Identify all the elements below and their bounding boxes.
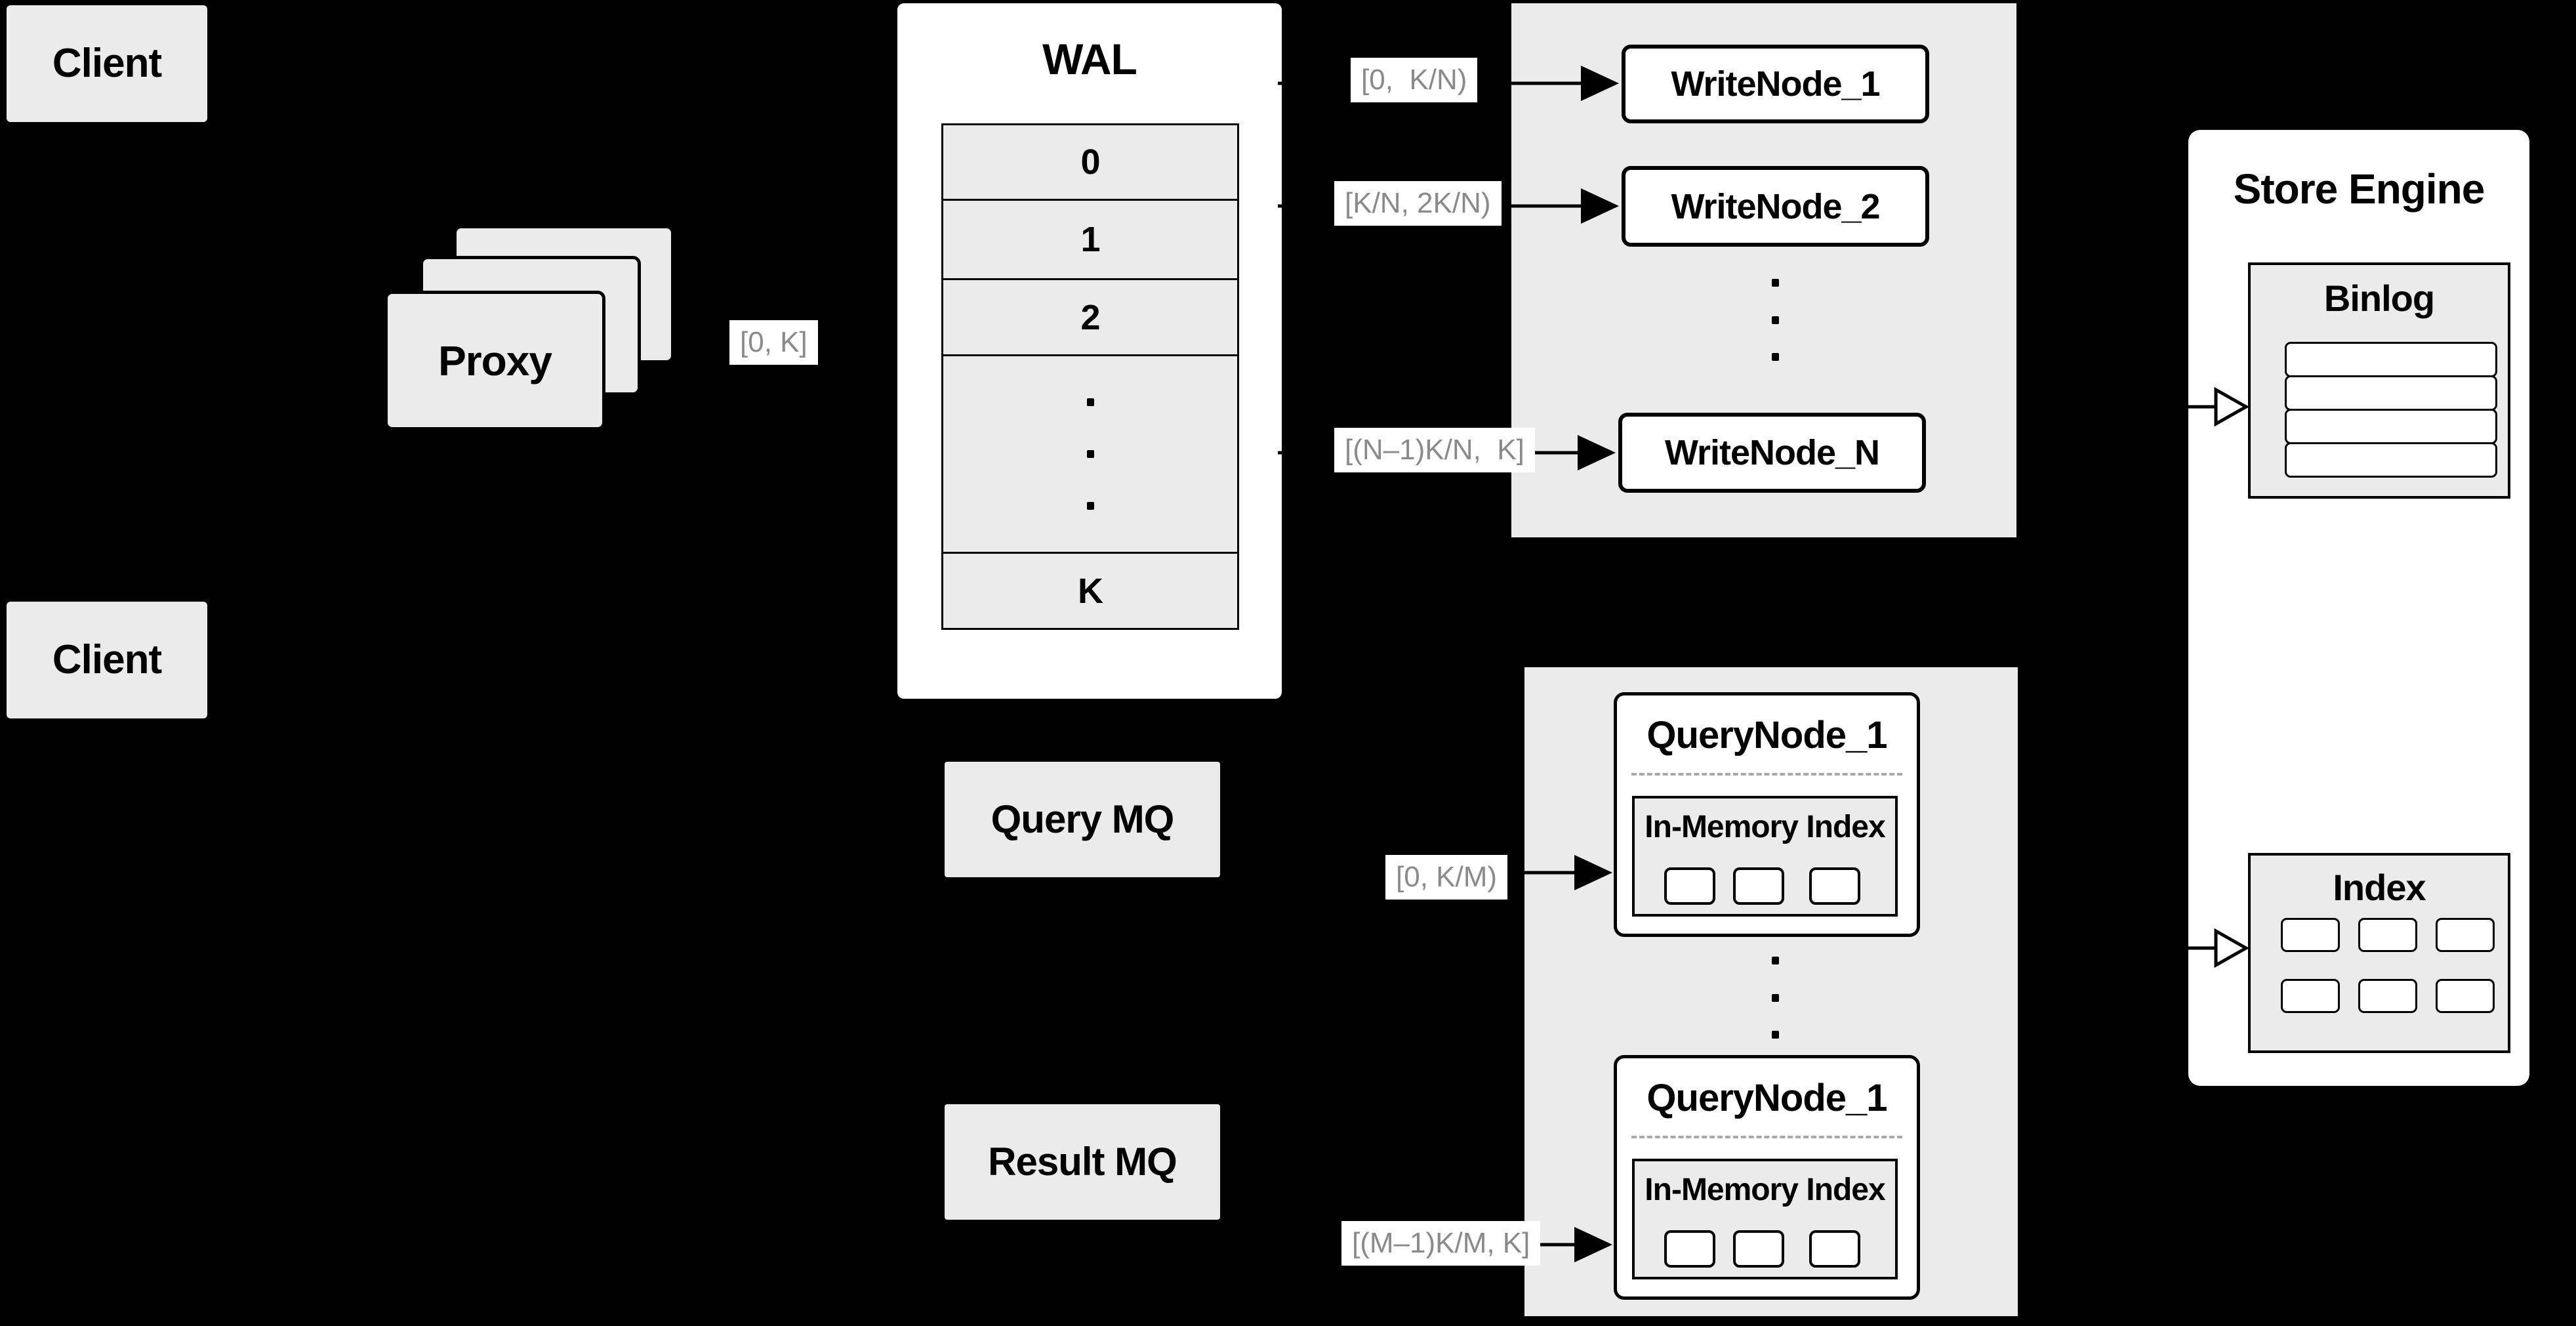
wal-row-ellipsis: [943, 356, 1237, 554]
in-memory-index-2-title: In-Memory Index: [1645, 1172, 1885, 1207]
binlog-row: [2285, 375, 2497, 411]
segment-cell: [1733, 867, 1784, 905]
binlog-row: [2285, 409, 2497, 444]
client-top-box: Client: [7, 5, 207, 122]
result-mq-label: Result MQ: [988, 1140, 1177, 1184]
segment-cell: [1733, 1230, 1784, 1268]
range-label-querynode-2: [(M–1)K/M, K]: [1341, 1221, 1541, 1266]
query-mq-label: Query MQ: [991, 797, 1175, 841]
writenode-2-box: WriteNode_2: [1622, 166, 1929, 247]
range-label-writenode-2: [K/N, 2K/N): [1334, 181, 1502, 226]
wal-row-1: 1: [943, 201, 1237, 280]
result-mq-box: Result MQ: [945, 1104, 1220, 1220]
querynode-1-title: QueryNode_1: [1646, 713, 1887, 756]
store-engine-title: Store Engine: [2233, 165, 2485, 213]
writenode-ellipsis-dots: [1770, 279, 1780, 361]
segment-cell: [1809, 1230, 1860, 1268]
wal-row-0: 0: [943, 125, 1237, 201]
wal-row-2: 2: [943, 280, 1237, 356]
wal-segment-table: 0 1 2 K: [941, 123, 1239, 630]
range-label-proxy-to-wal: [0, K]: [729, 320, 818, 365]
querynode-2-divider: [1631, 1136, 1902, 1138]
writenode-2-label: WriteNode_2: [1671, 186, 1880, 226]
client-bottom-box: Client: [7, 602, 207, 718]
querynode-ellipsis-dots: [1770, 957, 1780, 1039]
wal-title: WAL: [1042, 35, 1137, 83]
writenode-1-label: WriteNode_1: [1671, 64, 1880, 104]
index-cell: [2436, 979, 2495, 1013]
index-cell: [2281, 918, 2340, 952]
proxy-label: Proxy: [438, 337, 552, 384]
query-mq-box: Query MQ: [945, 762, 1220, 877]
querynode-2-title: QueryNode_1: [1646, 1076, 1887, 1119]
range-label-writenode-n: [(N–1)K/N, K]: [1334, 428, 1535, 472]
index-cell: [2281, 979, 2340, 1013]
binlog-row: [2285, 342, 2497, 377]
client-top-label: Client: [52, 41, 162, 86]
index-cell: [2358, 979, 2417, 1013]
index-cell: [2436, 918, 2495, 952]
index-title: Index: [2333, 867, 2426, 908]
segment-cell: [1664, 1230, 1715, 1268]
ellipsis-dots: [1086, 398, 1094, 510]
binlog-title: Binlog: [2323, 278, 2435, 319]
proxy-box: Proxy: [384, 291, 605, 430]
index-cell: [2358, 918, 2417, 952]
in-memory-index-1-title: In-Memory Index: [1645, 810, 1885, 844]
range-label-querynode-1: [0, K/M): [1385, 855, 1508, 900]
writenode-n-box: WriteNode_N: [1618, 413, 1926, 493]
writenode-n-label: WriteNode_N: [1664, 433, 1880, 472]
range-label-writenode-1: [0, K/N): [1351, 58, 1478, 102]
binlog-row: [2285, 442, 2497, 478]
writenode-1-box: WriteNode_1: [1622, 45, 1929, 123]
wal-row-k: K: [943, 554, 1237, 628]
client-bottom-label: Client: [52, 637, 162, 682]
querynode-1-divider: [1631, 773, 1902, 776]
segment-cell: [1809, 867, 1860, 905]
segment-cell: [1664, 867, 1715, 905]
